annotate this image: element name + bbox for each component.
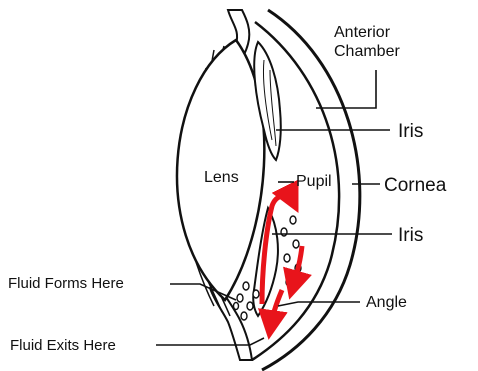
label-fluid-forms: Fluid Forms Here (8, 276, 124, 291)
label-angle: Angle (366, 295, 407, 311)
label-pupil: Pupil (296, 174, 332, 190)
label-anterior-chamber-line1: Anterior (334, 25, 390, 41)
leader-angle (278, 302, 360, 306)
label-anterior-chamber-line2: Chamber (334, 44, 400, 60)
lower-ciliary-body (210, 284, 252, 360)
flow-arrow-to-angle (270, 290, 282, 330)
label-fluid-exits: Fluid Exits Here (10, 338, 116, 353)
label-cornea: Cornea (384, 176, 446, 195)
label-iris-lower: Iris (398, 226, 423, 245)
flow-arrow-downward (292, 246, 302, 290)
cornea-outer-curve (262, 10, 360, 370)
label-lens: Lens (204, 170, 239, 186)
leader-anterior-chamber (316, 70, 376, 108)
label-iris-upper: Iris (398, 122, 423, 141)
